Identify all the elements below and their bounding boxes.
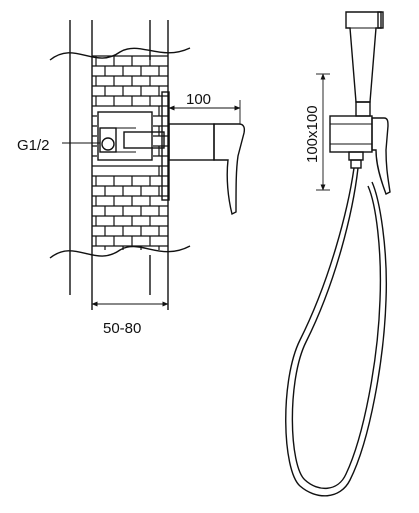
plate-dim-label: 100x100: [304, 105, 321, 163]
wall-section-view: G1/2 100 50-80: [17, 20, 246, 337]
hose-nut-bottom: [350, 159, 362, 169]
brick-hatch: [92, 55, 168, 250]
inlet-thread: [101, 137, 115, 151]
cover-body: [168, 123, 215, 161]
hose-outer: [285, 167, 388, 497]
break-line-bottom: [49, 245, 191, 259]
holder-bracket: [355, 101, 371, 117]
break-line-top: [49, 47, 191, 61]
front-view: 100x100: [285, 11, 391, 497]
mounting-plate-front: [329, 115, 373, 153]
lever-front: [371, 117, 391, 195]
valve-inlet: [99, 127, 117, 153]
lever-handle: [213, 123, 246, 216]
wall-depth-label: 50-80: [103, 320, 141, 337]
shower-head: [345, 11, 382, 103]
hose-nut-top: [348, 151, 364, 161]
valve-stem: [123, 131, 165, 149]
valve-housing: [97, 111, 153, 161]
thread-size-label: G1/2: [17, 137, 50, 154]
projection-dim-label: 100: [186, 91, 211, 108]
hose-inner: [291, 167, 382, 489]
shower-button: [377, 11, 384, 29]
